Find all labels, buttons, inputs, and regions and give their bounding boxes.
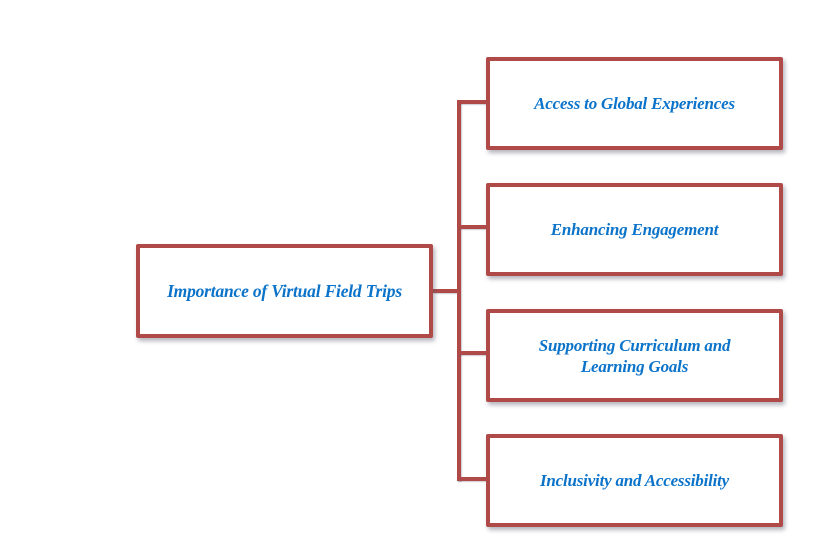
child-node-inclusivity: Inclusivity and Accessibility bbox=[486, 434, 783, 527]
child-node-label: Access to Global Experiences bbox=[534, 94, 735, 113]
child-node-global-experiences: Access to Global Experiences bbox=[486, 57, 783, 150]
root-node-label: Importance of Virtual Field Trips bbox=[167, 280, 402, 301]
root-node: Importance of Virtual Field Trips bbox=[136, 244, 433, 338]
branch-connector-line bbox=[457, 477, 487, 481]
branch-connector-line bbox=[457, 225, 487, 229]
child-node-curriculum: Supporting Curriculum and Learning Goals bbox=[486, 309, 783, 402]
root-connector-line bbox=[433, 289, 459, 293]
child-node-label: Supporting Curriculum and Learning Goals bbox=[538, 335, 731, 376]
branch-connector-line bbox=[457, 100, 487, 104]
trunk-connector-line bbox=[457, 100, 461, 481]
child-node-label: Enhancing Engagement bbox=[550, 220, 719, 239]
child-node-label: Inclusivity and Accessibility bbox=[539, 471, 730, 490]
branch-connector-line bbox=[457, 351, 487, 355]
child-node-engagement: Enhancing Engagement bbox=[486, 183, 783, 276]
